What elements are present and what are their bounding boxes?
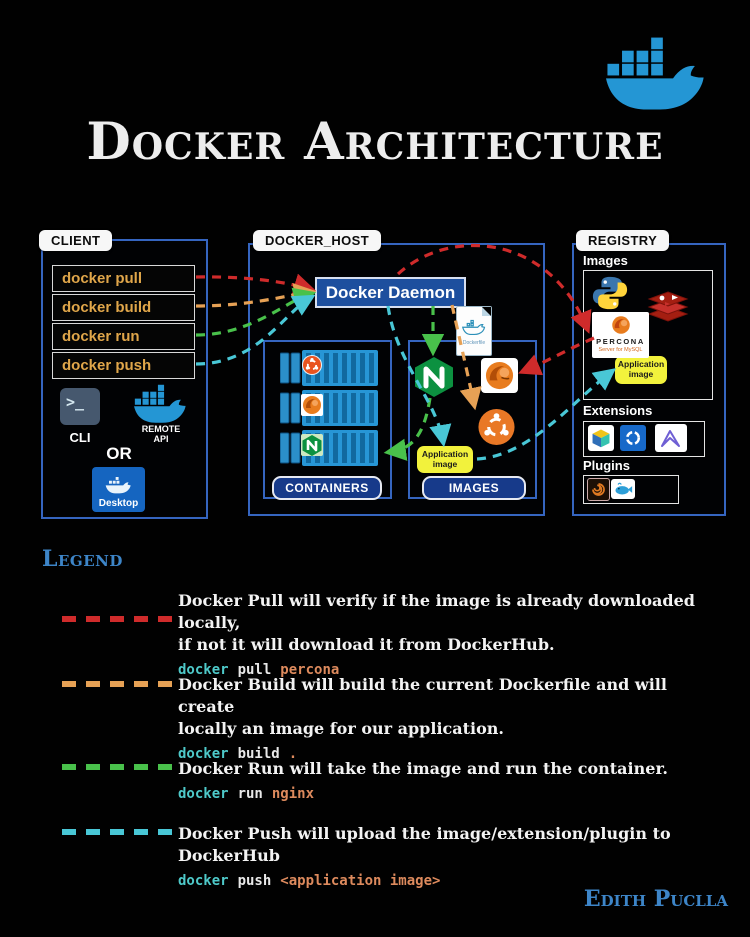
dockerfile-label: Dockerfile xyxy=(462,340,486,346)
legend-heading: Legend xyxy=(42,546,123,572)
nginx-icon xyxy=(301,434,323,456)
terminal-icon: >_ xyxy=(60,388,100,425)
legend-item-push: Docker Push will upload the image/extens… xyxy=(178,823,708,892)
legend-dash-push xyxy=(60,827,182,837)
containers-label: CONTAINERS xyxy=(272,476,382,500)
dockerfile-icon: Dockerfile xyxy=(456,306,492,356)
command-docker-run: docker run xyxy=(52,323,195,350)
sync-extension-icon xyxy=(620,425,646,451)
python-icon xyxy=(591,274,629,312)
legend-dash-pull xyxy=(60,614,178,624)
cli-label: CLI xyxy=(69,430,91,445)
extensions-heading: Extensions xyxy=(583,403,653,418)
author-credit: Edith Puclla xyxy=(583,886,728,912)
docker-whale-icon xyxy=(606,34,708,114)
client-label: CLIENT xyxy=(39,230,113,251)
docker-daemon-box: Docker Daemon xyxy=(315,277,466,308)
redis-icon xyxy=(645,290,691,330)
plugins-heading: Plugins xyxy=(583,458,630,473)
or-label: OR xyxy=(106,444,132,463)
remote-api-label: REMOTE API xyxy=(141,424,181,444)
registry-application-image-box: Application image xyxy=(615,356,667,384)
registry-images-box xyxy=(583,270,713,400)
container-mysql xyxy=(280,390,378,426)
application-image-box: Application image xyxy=(417,446,473,473)
mysql-icon xyxy=(301,394,323,416)
registry-label: REGISTRY xyxy=(576,230,670,251)
legend-item-build: Docker Build will build the current Dock… xyxy=(178,674,708,765)
nginx-icon xyxy=(412,356,456,398)
legend-item-run: Docker Run will take the image and run t… xyxy=(178,758,708,805)
delta-extension-icon xyxy=(655,424,687,452)
container-nginx xyxy=(280,430,378,466)
plugins-box xyxy=(583,475,679,504)
command-docker-pull: docker pull xyxy=(52,265,195,292)
images-label: IMAGES xyxy=(422,476,526,500)
docker-desktop-icon: Desktop xyxy=(92,467,145,512)
registry-images-heading: Images xyxy=(583,253,628,268)
remote-api-whale-icon xyxy=(134,384,188,424)
whale-plugin-icon xyxy=(611,479,635,499)
mysql-icon xyxy=(481,358,518,393)
ubuntu-icon xyxy=(302,355,322,375)
command-docker-push: docker push xyxy=(52,352,195,379)
desktop-label: Desktop xyxy=(98,498,139,509)
cube-extension-icon xyxy=(588,425,614,451)
spiral-plugin-icon xyxy=(587,478,610,501)
ubuntu-icon xyxy=(477,408,516,446)
container-ubuntu xyxy=(280,350,378,386)
legend-dash-run xyxy=(60,762,182,772)
page-title: Docker Architecture xyxy=(86,112,664,172)
percona-icon: PERCONA Server for MySQL xyxy=(592,312,649,358)
percona-subtitle: Server for MySQL xyxy=(598,347,643,353)
docker-host-label: DOCKER_HOST xyxy=(253,230,382,251)
command-docker-build: docker build xyxy=(52,294,195,321)
legend-dash-build xyxy=(60,679,182,689)
legend-item-pull: Docker Pull will verify if the image is … xyxy=(178,590,708,681)
percona-name: PERCONA xyxy=(596,337,645,346)
